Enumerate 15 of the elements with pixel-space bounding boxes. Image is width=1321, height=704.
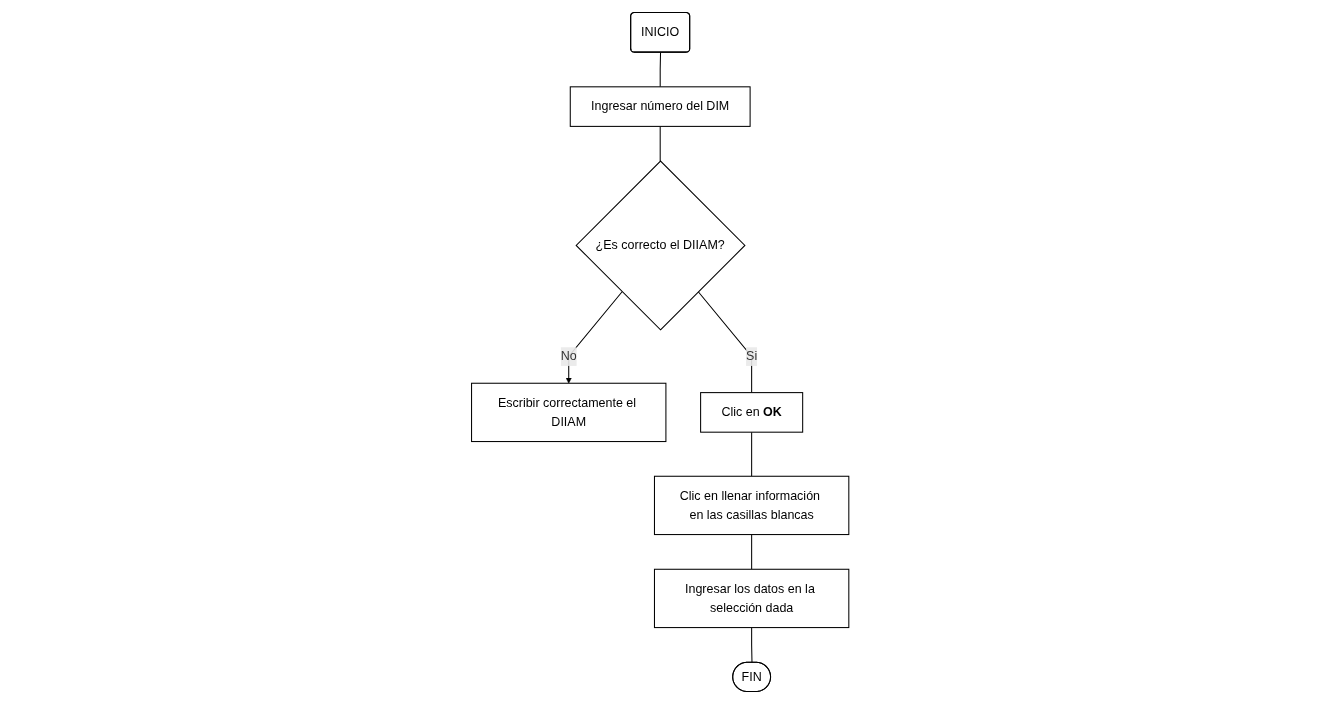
node-box: Escribir correctamente el DIIAM — [471, 382, 667, 443]
edge-label: No — [561, 349, 578, 364]
node-box: Clic en llenar información en las casillas blancas — [654, 475, 850, 536]
node-box: Clic en OK — [700, 392, 804, 433]
arrow — [566, 291, 623, 384]
connector — [751, 534, 753, 570]
edge-label: Si — [746, 349, 758, 364]
node-box: Ingresar número del DIM — [570, 86, 751, 127]
node-diamond: ¿Es correcto el DIIAM? — [575, 160, 746, 331]
connector — [660, 125, 661, 162]
connector — [751, 627, 753, 664]
connector — [751, 431, 753, 477]
node-box: Ingresar los datos en la selección dada — [654, 568, 850, 629]
connector — [698, 291, 753, 394]
connector — [660, 51, 662, 88]
